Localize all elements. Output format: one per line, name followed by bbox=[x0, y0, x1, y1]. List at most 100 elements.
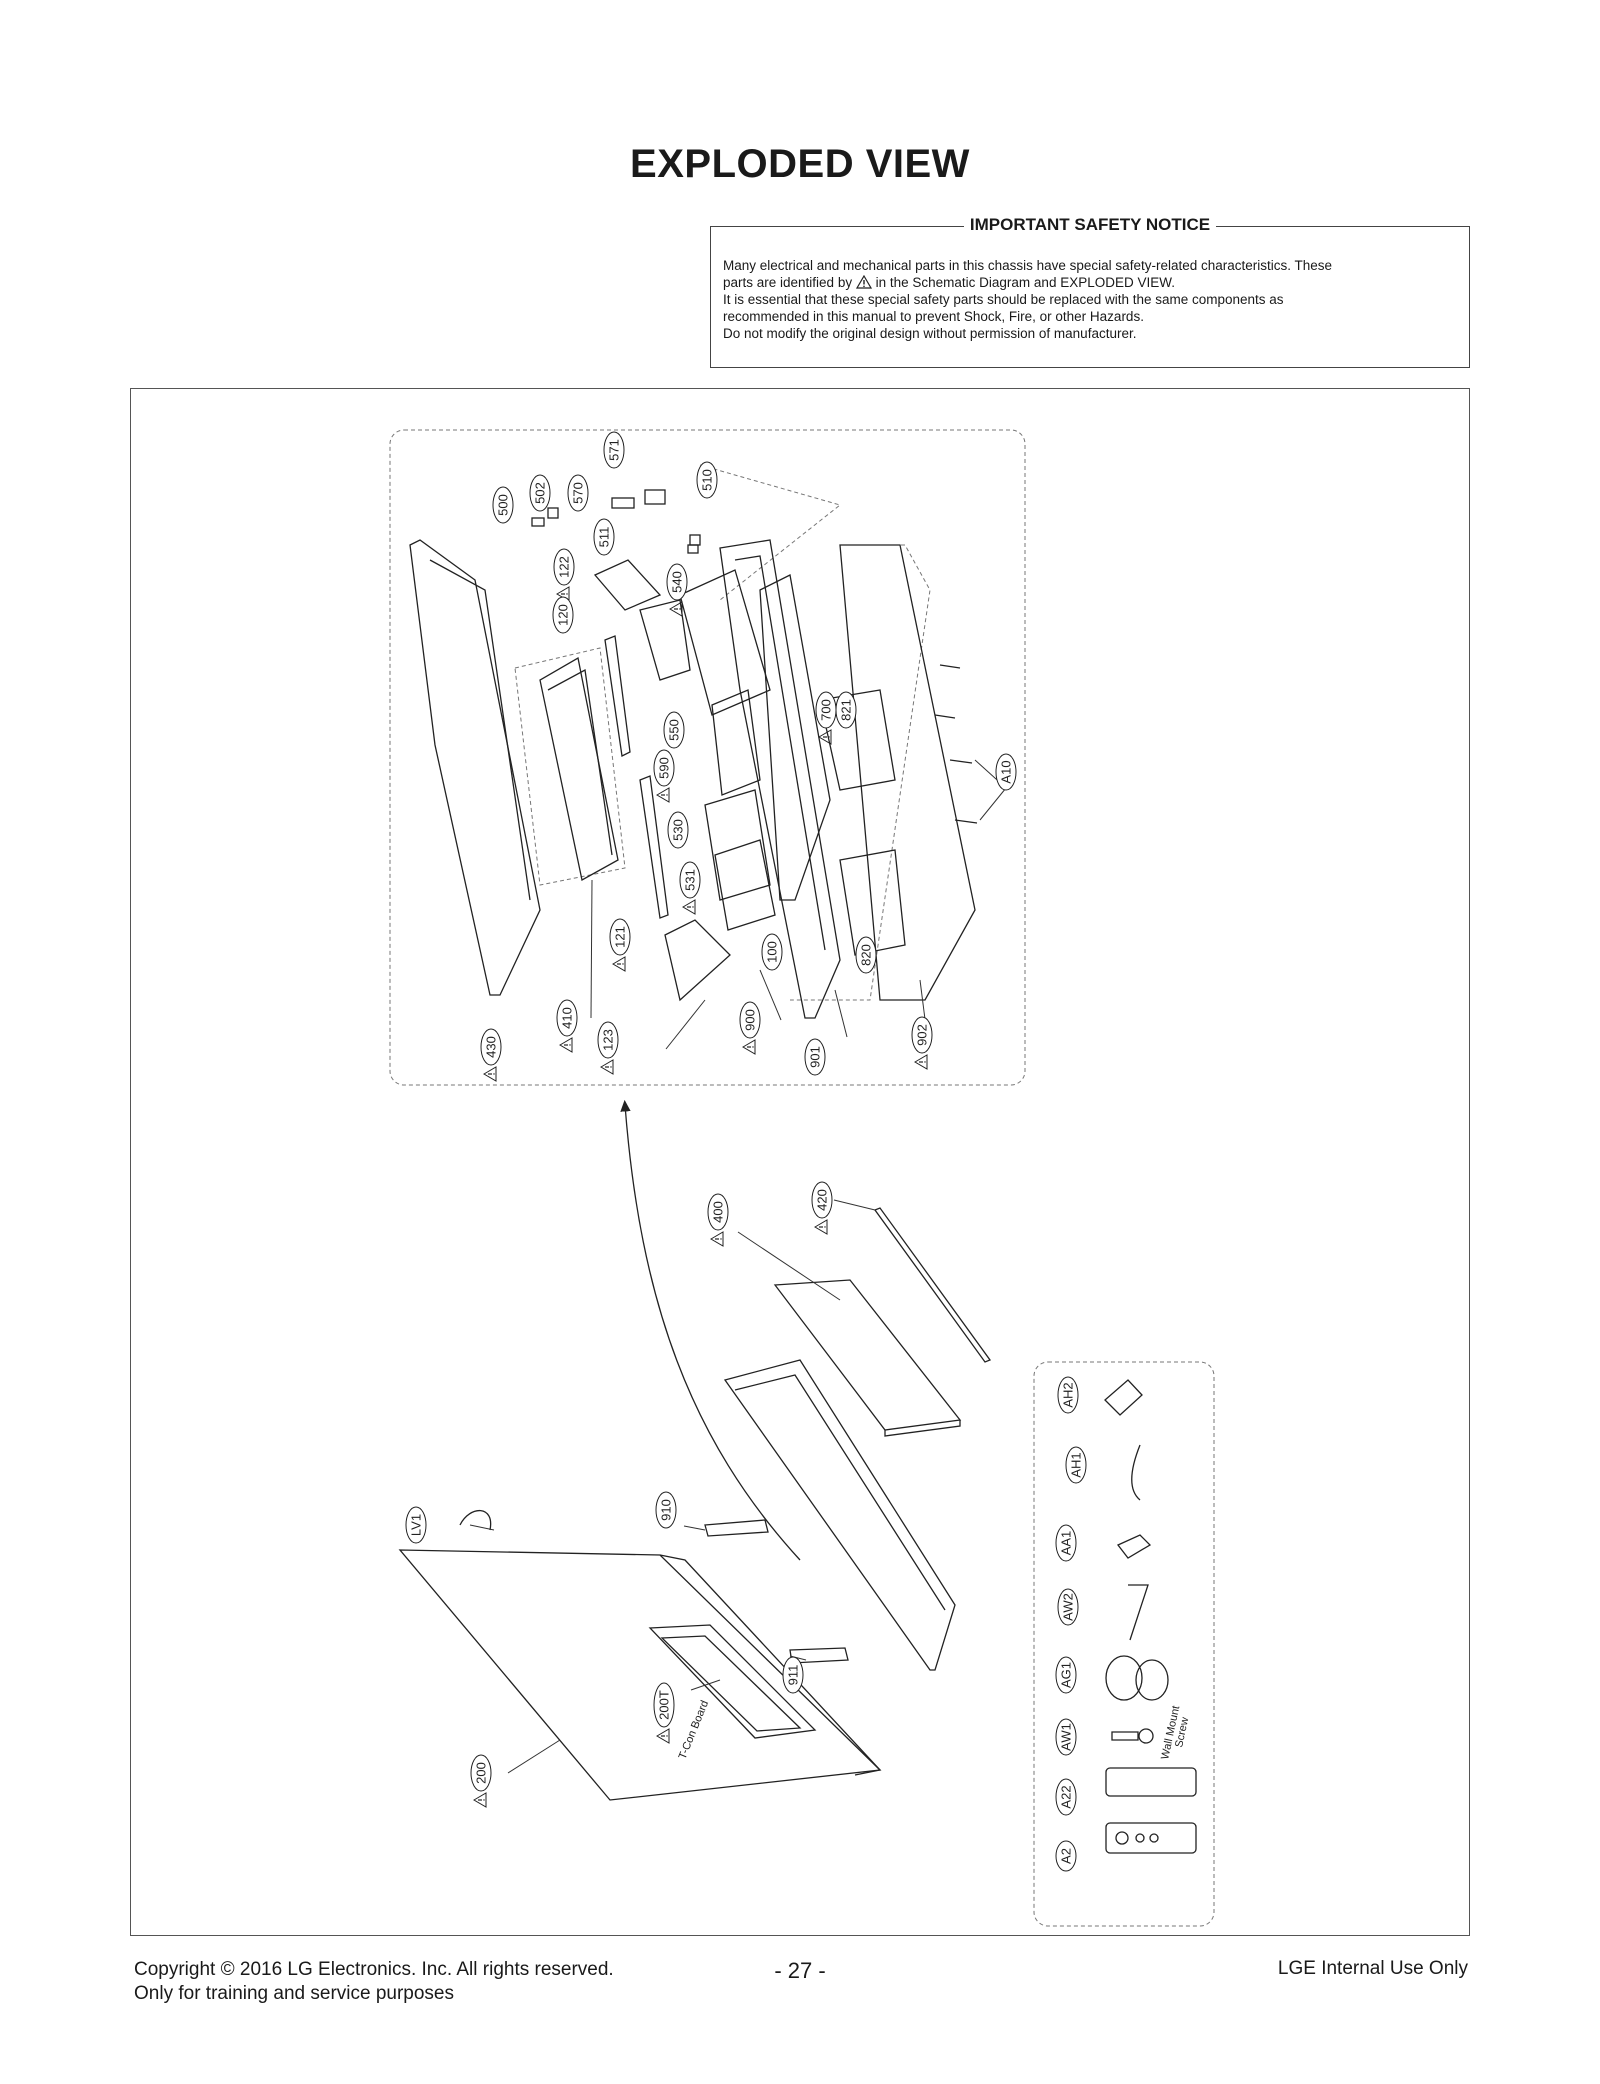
footer-copyright: Copyright © 2016 LG Electronics. Inc. Al… bbox=[134, 1958, 614, 2006]
tcon-board-label: T-Con Board bbox=[677, 1699, 711, 1761]
notice-line-5: Do not modify the original design withou… bbox=[723, 326, 1137, 341]
warning-triangle-icon bbox=[914, 1054, 928, 1070]
safety-notice-title: IMPORTANT SAFETY NOTICE bbox=[963, 215, 1217, 234]
callout-text: AH2 bbox=[1061, 1382, 1076, 1407]
callout-123: 123 bbox=[597, 1021, 619, 1075]
callout-530: 530 bbox=[667, 811, 689, 849]
notice-line-2: parts are identified by in the Schematic… bbox=[723, 275, 1175, 290]
exploded-view-frame bbox=[130, 388, 1470, 1936]
callout-lv1: LV1 bbox=[405, 1506, 427, 1544]
callout-text: 400 bbox=[711, 1201, 726, 1223]
callout-text: 123 bbox=[601, 1029, 616, 1051]
callout-a2: A2 bbox=[1055, 1840, 1077, 1872]
callout-902: 902 bbox=[911, 1016, 933, 1070]
safety-notice-box: IMPORTANT SAFETY NOTICE Many electrical … bbox=[710, 215, 1470, 368]
callout-text: 100 bbox=[765, 941, 780, 963]
callout-821: 821 bbox=[835, 691, 857, 729]
callout-aw2: AW2 bbox=[1057, 1588, 1079, 1626]
callout-text: 540 bbox=[670, 571, 685, 593]
callout-ah1: AH1 bbox=[1065, 1446, 1087, 1484]
internal-use-text: LGE Internal Use Only bbox=[1277, 1958, 1468, 1979]
lower-assembly-parts bbox=[398, 1207, 992, 1801]
callout-700: 700 bbox=[815, 691, 837, 745]
warning-triangle-icon bbox=[742, 1039, 756, 1055]
callout-aw1: AW1 bbox=[1055, 1718, 1077, 1756]
callout-a22: A22 bbox=[1055, 1778, 1077, 1816]
warning-triangle-icon bbox=[656, 787, 670, 803]
warning-triangle-icon bbox=[600, 1059, 614, 1075]
callout-text: 821 bbox=[839, 699, 854, 721]
training-text: Only for training and service purposes bbox=[134, 1983, 454, 2004]
callout-text: 901 bbox=[808, 1046, 823, 1068]
assembly-arrow bbox=[620, 1099, 801, 1561]
callout-511: 511 bbox=[593, 518, 615, 556]
callout-text: 530 bbox=[671, 819, 686, 841]
callout-900: 900 bbox=[739, 1001, 761, 1055]
callout-text: 502 bbox=[533, 482, 548, 504]
callout-a10: A10 bbox=[995, 753, 1017, 791]
callout-200t: 200T bbox=[653, 1682, 675, 1744]
callout-text: AA1 bbox=[1059, 1531, 1074, 1556]
callout-aa1: AA1 bbox=[1055, 1524, 1077, 1562]
warning-triangle-icon bbox=[483, 1066, 497, 1082]
notice-line-4: recommended in this manual to prevent Sh… bbox=[723, 309, 1144, 324]
callout-100: 100 bbox=[761, 933, 783, 971]
page-number: - 27 - bbox=[774, 1958, 826, 1983]
callout-571: 571 bbox=[603, 431, 625, 469]
callout-text: 900 bbox=[743, 1009, 758, 1031]
leader-lines bbox=[469, 759, 1007, 1774]
notice-line-1: Many electrical and mechanical parts in … bbox=[723, 258, 1333, 273]
safety-notice-text: Many electrical and mechanical parts in … bbox=[723, 257, 1457, 342]
callout-420: 420 bbox=[811, 1181, 833, 1235]
callout-text: A22 bbox=[1059, 1785, 1074, 1808]
callout-410: 410 bbox=[556, 999, 578, 1053]
callout-text: AH1 bbox=[1069, 1452, 1084, 1477]
callout-text: LV1 bbox=[409, 1514, 424, 1536]
page-title: EXPLODED VIEW bbox=[630, 142, 970, 186]
callout-text: 571 bbox=[607, 439, 622, 461]
warning-triangle-icon bbox=[814, 1219, 828, 1235]
callout-121: 121 bbox=[609, 918, 631, 972]
callout-540: 540 bbox=[666, 563, 688, 617]
callout-901: 901 bbox=[804, 1038, 826, 1076]
warning-triangle-icon bbox=[818, 729, 832, 745]
warning-triangle-icon bbox=[855, 275, 872, 289]
callout-text: 510 bbox=[700, 469, 715, 491]
callout-text: 590 bbox=[657, 757, 672, 779]
callout-text: 550 bbox=[667, 719, 682, 741]
callout-text: 121 bbox=[613, 926, 628, 948]
warning-triangle-icon bbox=[682, 899, 696, 915]
callout-text: 120 bbox=[556, 604, 571, 626]
callout-text: AW2 bbox=[1061, 1593, 1076, 1621]
callout-400: 400 bbox=[707, 1193, 729, 1247]
callout-text: A2 bbox=[1059, 1848, 1074, 1864]
callout-text: 122 bbox=[557, 556, 572, 578]
callout-ah2: AH2 bbox=[1057, 1376, 1079, 1414]
warning-triangle-icon bbox=[669, 601, 683, 617]
callout-820: 820 bbox=[855, 936, 877, 974]
callout-text: 500 bbox=[496, 494, 511, 516]
callout-text: 911 bbox=[786, 1665, 801, 1686]
callout-text: 820 bbox=[859, 944, 874, 966]
callout-text: 200T bbox=[657, 1690, 672, 1720]
callout-550: 550 bbox=[663, 711, 685, 749]
callout-ag1: AG1 bbox=[1055, 1656, 1077, 1694]
warning-triangle-icon bbox=[559, 1037, 573, 1053]
callout-510: 510 bbox=[696, 461, 718, 499]
callout-910: 910 bbox=[655, 1491, 677, 1529]
callout-122: 122 bbox=[553, 548, 575, 602]
callout-text: A10 bbox=[999, 760, 1014, 783]
callout-text: 700 bbox=[819, 699, 834, 721]
callout-text: AG1 bbox=[1059, 1662, 1074, 1688]
callout-590: 590 bbox=[653, 749, 675, 803]
warning-triangle-icon bbox=[710, 1231, 724, 1247]
copyright-text: Copyright © 2016 LG Electronics. Inc. Al… bbox=[134, 1959, 614, 1980]
accessory-parts bbox=[1104, 1379, 1197, 1854]
callout-text: 910 bbox=[659, 1499, 674, 1521]
callout-430: 430 bbox=[480, 1028, 502, 1082]
callout-text: AW1 bbox=[1059, 1723, 1074, 1751]
callout-text: 531 bbox=[683, 869, 698, 891]
upper-assembly-parts bbox=[409, 489, 978, 1019]
callout-text: 410 bbox=[560, 1007, 575, 1029]
